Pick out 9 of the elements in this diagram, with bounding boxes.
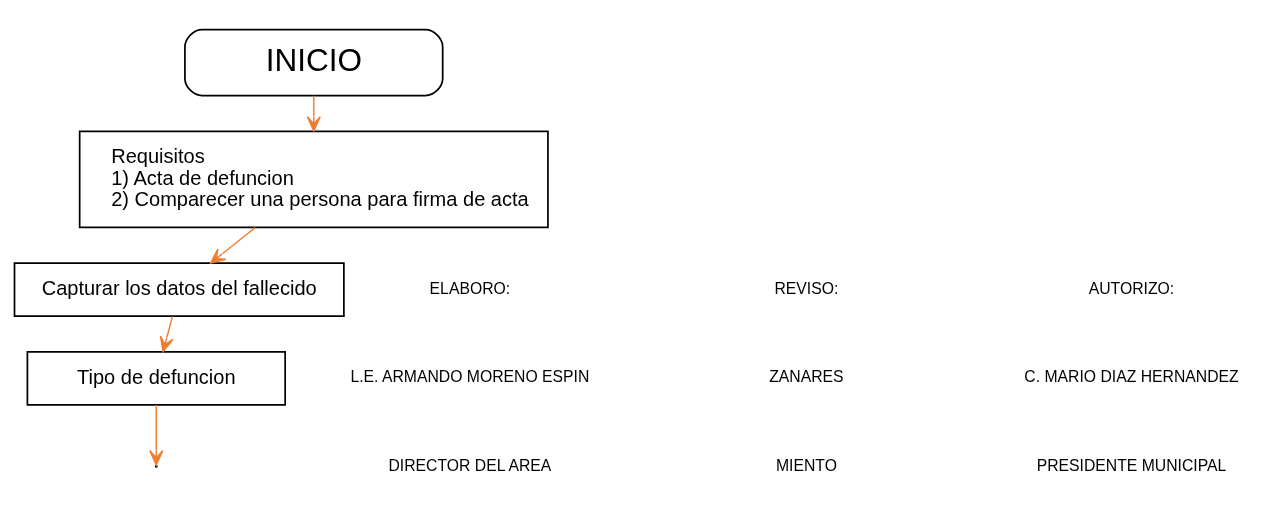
label: AUTORIZO: (1088, 279, 1175, 297)
label: C. MARIO DIAZ HERNANDEZ (1024, 367, 1239, 385)
label: REVISO: (774, 279, 839, 297)
label: ZANARES (769, 367, 844, 385)
label: PRESIDENTE MUNICIPAL (1036, 456, 1227, 474)
label: MIENTO (775, 456, 837, 474)
label: L.E. ARMANDO MORENO ESPIN (350, 367, 590, 385)
label: ELABORO: (429, 279, 511, 297)
label: DIRECTOR DEL AREA (388, 456, 552, 474)
